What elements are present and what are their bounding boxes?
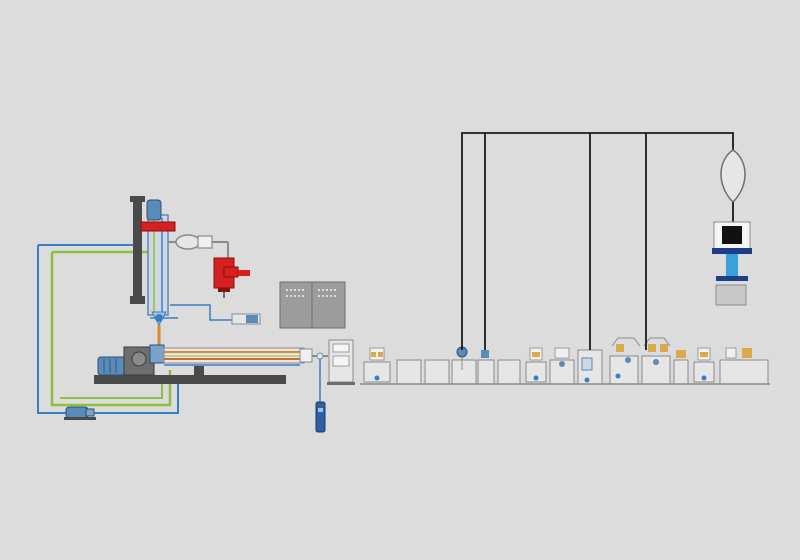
die-head-icon: [327, 339, 355, 385]
product-box-icon: [715, 284, 747, 306]
unit-box-4: [451, 346, 477, 385]
unit-box-8: [549, 347, 575, 385]
extruder-barrel-icon: [163, 347, 328, 366]
unit-box-12: [673, 350, 689, 385]
tower-frame-left: [133, 196, 142, 304]
unit-box-7: [525, 347, 547, 383]
gas-cylinder-icon: [315, 359, 326, 433]
downstream-units: [360, 337, 770, 385]
tower-motor: [146, 199, 162, 221]
water-pump-icon: [64, 406, 96, 420]
red-heater-unit-icon: [213, 257, 250, 298]
unit-box-9: [577, 349, 603, 385]
tower-red-clamp: [140, 221, 176, 232]
bag-clamp-icon: [712, 221, 752, 281]
vacuum-unit-icon: [170, 304, 261, 325]
unit-box-3: [424, 359, 450, 385]
unit-box-1: [363, 347, 391, 383]
inflated-bag-icon: [720, 149, 746, 222]
overhead-wiring: [461, 132, 734, 350]
vertical-feeder-tower-icon: [130, 196, 178, 345]
control-cabinet-icon: [279, 281, 346, 329]
blue-water-pipe-outer: [37, 245, 179, 414]
unit-box-10: [609, 337, 641, 385]
gearbox-icon: [123, 344, 165, 376]
filter-housing-icon: [168, 234, 229, 262]
unit-box-6: [497, 359, 521, 385]
extruder-base: [94, 366, 286, 384]
green-water-pipe: [50, 252, 172, 407]
unit-box-13: [693, 347, 715, 383]
unit-box-2: [396, 359, 422, 385]
cooling-water-loop: [37, 244, 179, 420]
unit-box-14: [719, 347, 769, 385]
